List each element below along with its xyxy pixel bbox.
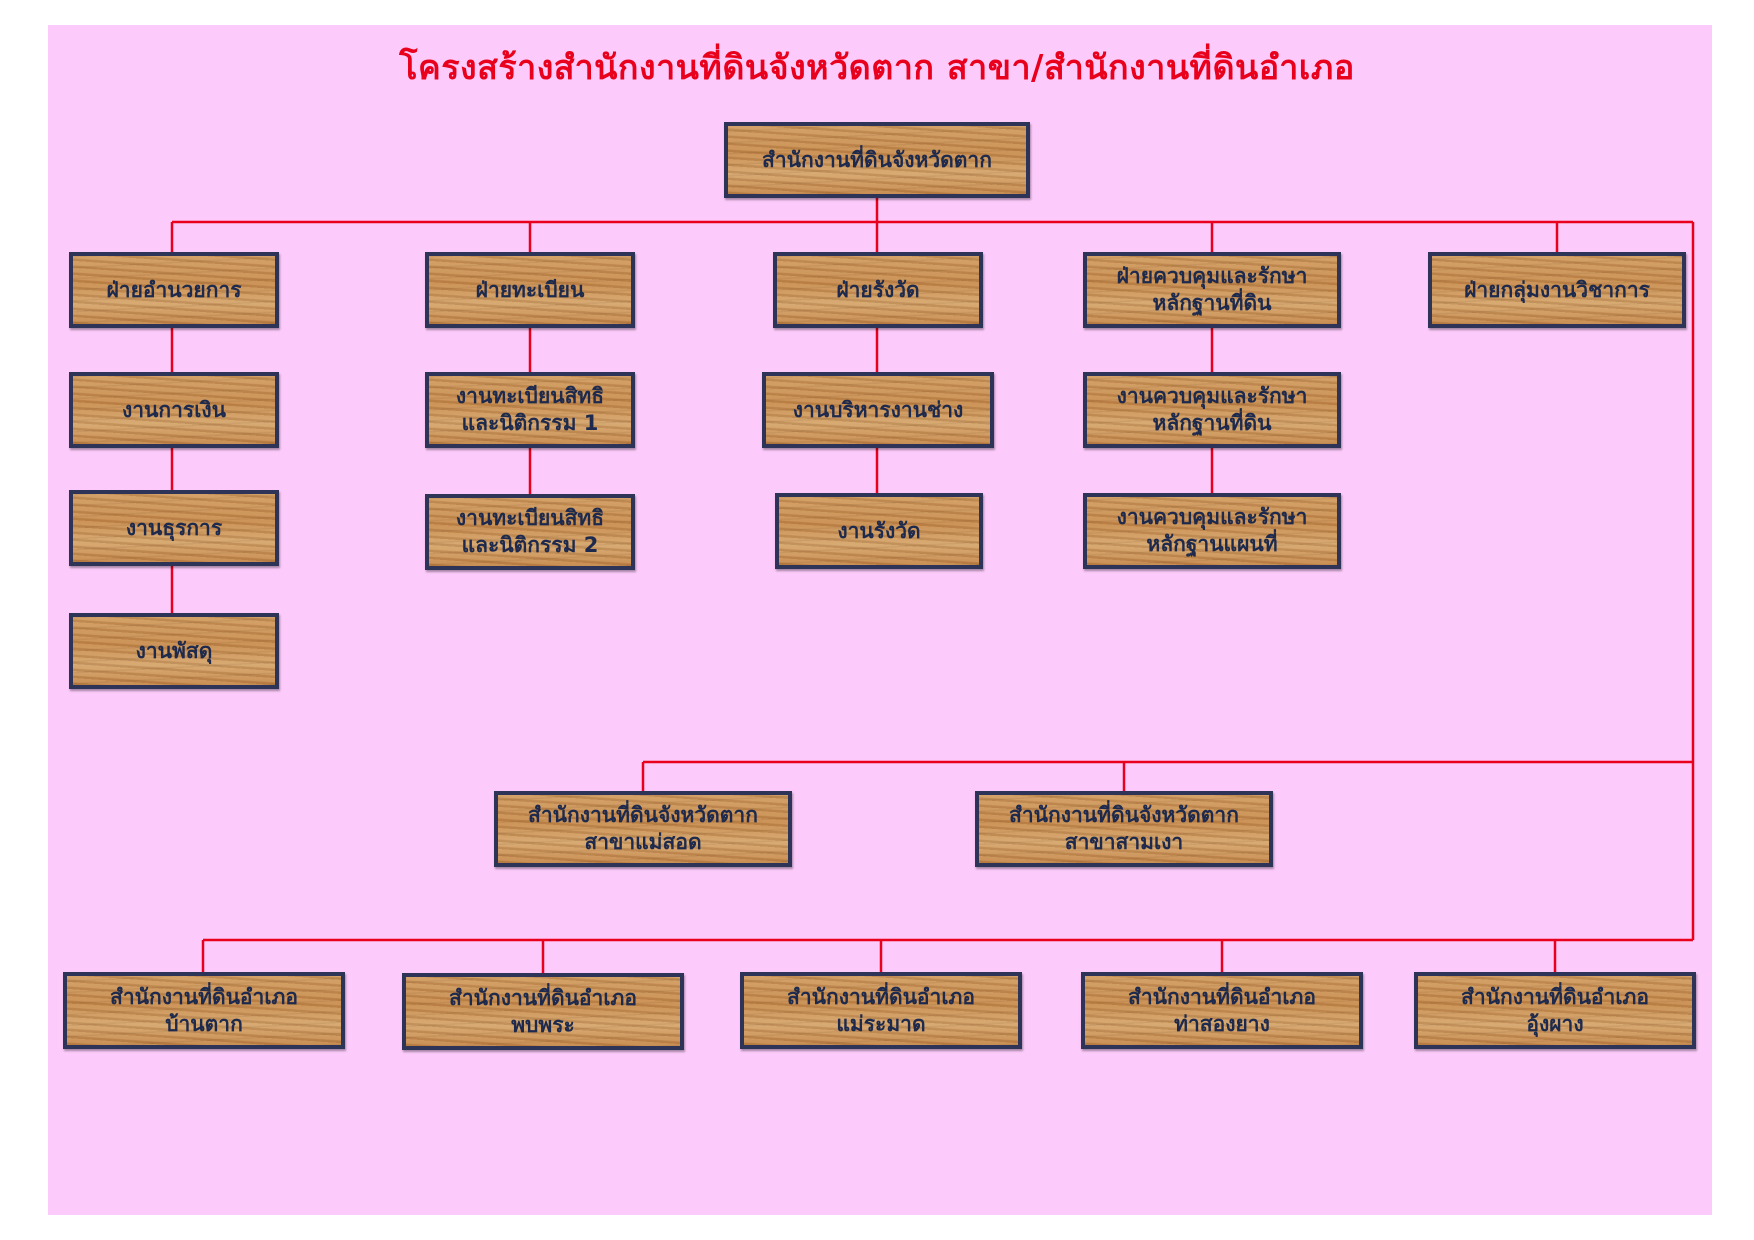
node-district-phopphra: สำนักงานที่ดินอำเภอ พบพระ [402, 973, 684, 1050]
node-engineering-admin: งานบริหารงานช่าง [762, 372, 994, 448]
node-branch-samngao: สำนักงานที่ดินจังหวัดตาก สาขาสามเงา [975, 791, 1273, 867]
node-general-affairs: งานธุรการ [69, 490, 279, 566]
node-survey: งานรังวัด [775, 493, 983, 569]
node-supplies: งานพัสดุ [69, 613, 279, 689]
node-survey-division: ฝ่ายรังวัด [773, 252, 983, 328]
node-evidence-division: ฝ่ายควบคุมและรักษา หลักฐานที่ดิน [1083, 252, 1341, 328]
node-district-umphang: สำนักงานที่ดินอำเภอ อุ้งผาง [1414, 972, 1696, 1049]
node-branch-maesot: สำนักงานที่ดินจังหวัดตาก สาขาแม่สอด [494, 791, 792, 867]
node-district-maeramat: สำนักงานที่ดินอำเภอ แม่ระมาด [740, 972, 1022, 1049]
node-district-thasongyang: สำนักงานที่ดินอำเภอ ท่าสองยาง [1081, 972, 1363, 1049]
node-registration-1: งานทะเบียนสิทธิ และนิติกรรม 1 [425, 372, 635, 448]
node-map-evidence: งานควบคุมและรักษา หลักฐานแผนที่ [1083, 493, 1341, 569]
node-district-bantak: สำนักงานที่ดินอำเภอ บ้านตาก [63, 972, 345, 1049]
node-academic-division: ฝ่ายกลุ่มงานวิชาการ [1428, 252, 1686, 328]
node-registration-2: งานทะเบียนสิทธิ และนิติกรรม 2 [425, 494, 635, 570]
node-land-evidence: งานควบคุมและรักษา หลักฐานที่ดิน [1083, 372, 1341, 448]
node-finance: งานการเงิน [69, 372, 279, 448]
node-admin-division: ฝ่ายอำนวยการ [69, 252, 279, 328]
node-registration-division: ฝ่ายทะเบียน [425, 252, 635, 328]
diagram-title: โครงสร้างสำนักงานที่ดินจังหวัดตาก สาขา/ส… [399, 48, 1355, 88]
node-root: สำนักงานที่ดินจังหวัดตาก [724, 122, 1030, 198]
